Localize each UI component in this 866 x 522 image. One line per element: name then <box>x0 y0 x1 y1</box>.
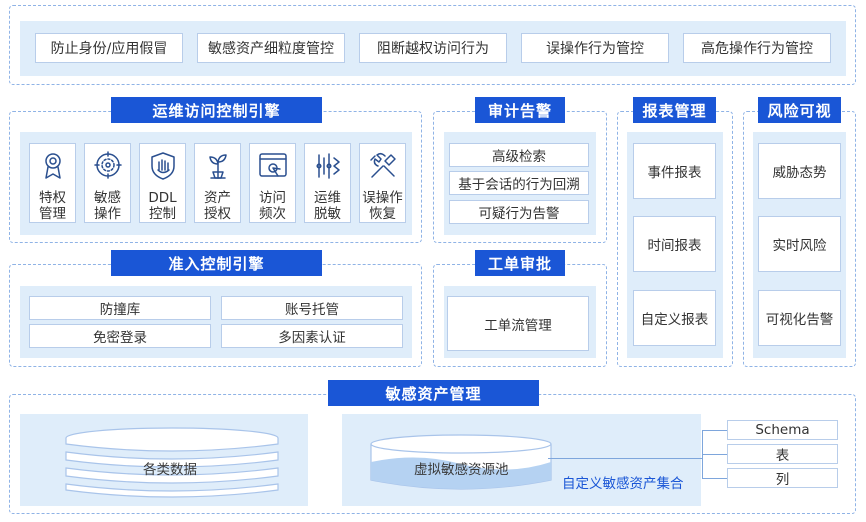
assets-db-label: 各类数据 <box>143 462 197 478</box>
assets-set-label: 自定义敏感资产集合 <box>562 476 684 492</box>
audit-item: 基于会话的行为回溯 <box>449 171 589 195</box>
threat-item: 误操作行为管控 <box>521 33 669 63</box>
asset-set-item: 表 <box>727 444 838 464</box>
connector-table <box>702 454 727 455</box>
ops-tile: 访问频次 <box>249 143 296 223</box>
assets-pool-label: 虚拟敏感资源池 <box>414 462 509 478</box>
threat-item: 防止身份/应用假冒 <box>35 33 183 63</box>
ops-tile-label: 敏感操作 <box>94 190 121 222</box>
report-item: 自定义报表 <box>633 290 716 346</box>
asset-set-item: 列 <box>727 468 838 488</box>
plant-icon <box>201 144 235 186</box>
access-engine-title: 准入控制引擎 <box>111 250 322 276</box>
ops-tile-label: 资产授权 <box>204 190 231 222</box>
ticket-flow-box: 工单流管理 <box>447 296 589 351</box>
access-item: 免密登录 <box>29 324 211 348</box>
ops-engine-title: 运维访问控制引擎 <box>111 97 322 123</box>
ops-tile: 运维脱敏 <box>304 143 351 223</box>
access-item: 防撞库 <box>29 296 211 320</box>
ops-tile-label: 误操作恢复 <box>362 190 403 222</box>
audit-item: 高级检索 <box>449 143 589 167</box>
risk-item: 实时风险 <box>758 216 841 272</box>
ops-tile: 特权管理 <box>29 143 76 223</box>
connector-schema <box>702 430 727 431</box>
ticket-title: 工单审批 <box>475 250 565 276</box>
report-title: 报表管理 <box>633 97 716 123</box>
mask-data-icon <box>311 144 345 186</box>
ops-tile-label: 访问频次 <box>259 190 286 222</box>
click-window-icon <box>256 144 290 186</box>
hand-shield-icon <box>146 144 180 186</box>
target-icon <box>91 144 125 186</box>
badge-icon <box>36 144 70 186</box>
risk-item: 威胁态势 <box>758 143 841 199</box>
threat-item: 阻断越权访问行为 <box>359 33 507 63</box>
ops-tile-label: 特权管理 <box>39 190 66 222</box>
report-item: 时间报表 <box>633 216 716 272</box>
ops-tile: 敏感操作 <box>84 143 131 223</box>
ops-tile: 资产授权 <box>194 143 241 223</box>
ops-tile-label: 运维脱敏 <box>314 190 341 222</box>
connector-column <box>702 478 727 479</box>
assets-title: 敏感资产管理 <box>328 380 539 406</box>
risk-title: 风险可视 <box>758 97 841 123</box>
risk-item: 可视化告警 <box>758 290 841 346</box>
audit-title: 审计告警 <box>475 97 565 123</box>
database-stack-icon <box>65 427 279 498</box>
connector-main <box>548 458 702 459</box>
access-item: 账号托管 <box>221 296 403 320</box>
tools-icon <box>366 144 400 186</box>
threat-item: 高危操作行为管控 <box>683 33 831 63</box>
ops-tile: 误操作恢复 <box>359 143 406 223</box>
access-item: 多因素认证 <box>221 324 403 348</box>
threat-item: 敏感资产细粒度管控 <box>197 33 345 63</box>
resource-pool-icon <box>370 434 552 490</box>
report-item: 事件报表 <box>633 143 716 199</box>
audit-item: 可疑行为告警 <box>449 200 589 224</box>
asset-set-item: Schema <box>727 420 838 440</box>
